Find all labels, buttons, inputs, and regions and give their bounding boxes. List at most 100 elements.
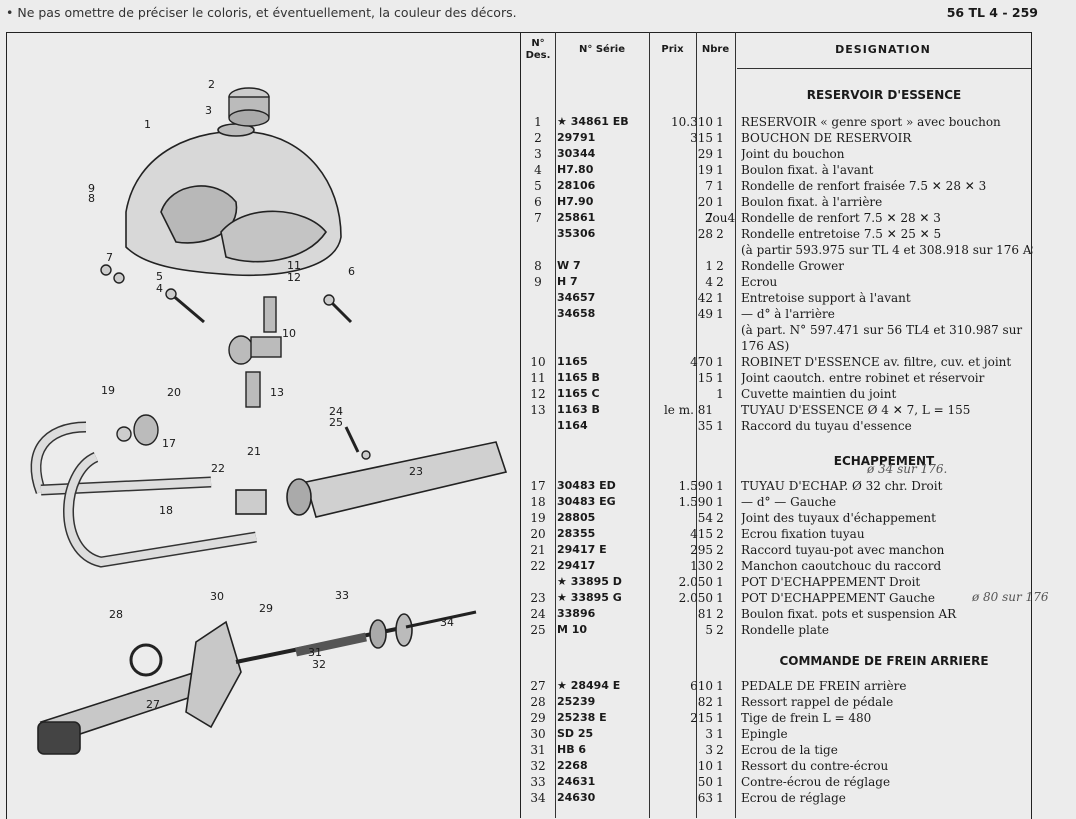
cell-n: 21 bbox=[530, 543, 546, 557]
diagram-label-25: 25 bbox=[329, 416, 343, 429]
cell-n: 23 bbox=[530, 591, 546, 605]
page-frame bbox=[6, 32, 1032, 819]
cell-serie: H7.90 bbox=[557, 195, 594, 208]
section-echappement: ECHAPPEMENT bbox=[833, 454, 935, 468]
cell-n: 6 bbox=[534, 195, 542, 209]
diagram-label-11: 11 bbox=[287, 259, 301, 272]
cell-serie: 29417 E bbox=[557, 543, 607, 556]
cell-n: 10 bbox=[530, 355, 546, 369]
cell-prix: 19 bbox=[697, 163, 713, 177]
table-row: (à partir 593.975 sur TL 4 et 308.918 su… bbox=[521, 242, 1033, 258]
cell-prix: 20 bbox=[697, 195, 713, 209]
cell-qty: 1 bbox=[716, 711, 724, 725]
diagram-label-34: 34 bbox=[440, 616, 454, 629]
diagram-label-21: 21 bbox=[247, 445, 261, 458]
cell-desc: Rondelle plate bbox=[741, 623, 829, 637]
cell-n: 30 bbox=[530, 727, 546, 741]
cell-qty: 1 bbox=[716, 291, 724, 305]
cell-desc: — d° à l'arrière bbox=[741, 307, 835, 321]
cell-desc: Boulon fixat. à l'arrière bbox=[741, 195, 883, 209]
cell-desc: Rondelle Grower bbox=[741, 259, 845, 273]
cell-qty: 1 bbox=[716, 179, 724, 193]
fuel-tap-drawing bbox=[228, 296, 282, 408]
cell-n: 32 bbox=[530, 759, 546, 773]
cell-prix: 81 bbox=[697, 607, 713, 621]
cell-prix: 82 bbox=[697, 695, 713, 709]
diagram-part-labels: 1 2 3 4 5 6 7 8 9 10 11 12 13 17 18 19 2… bbox=[88, 78, 454, 711]
cell-desc: Joint des tuyaux d'échappement bbox=[741, 511, 936, 525]
cell-qty: 2 bbox=[716, 227, 724, 241]
brake-pedal-drawing bbox=[37, 610, 477, 755]
diagram-label-7: 7 bbox=[106, 251, 113, 264]
fuel-tank-drawing bbox=[125, 123, 342, 277]
cell-serie: ★ 34861 EB bbox=[557, 115, 629, 128]
cell-desc: Cuvette maintien du joint bbox=[741, 387, 897, 401]
cell-serie: 30483 ED bbox=[557, 479, 616, 492]
cell-serie: 2268 bbox=[557, 759, 588, 772]
cell-desc: TUYAU D'ESSENCE Ø 4 ✕ 7, L = 155 bbox=[741, 403, 971, 417]
cell-desc: Joint caoutch. entre robinet et réservoi… bbox=[741, 371, 985, 385]
handwritten-note-pot: ø 80 sur 176 bbox=[972, 590, 1049, 604]
cell-desc: — d° — Gauche bbox=[741, 495, 837, 509]
cell-qty: 1 bbox=[716, 131, 724, 145]
cell-prix: 415 bbox=[690, 527, 713, 541]
cell-serie: 25238 E bbox=[557, 711, 607, 724]
diagram-label-27: 27 bbox=[146, 698, 160, 711]
cell-qty: 1 bbox=[716, 419, 724, 433]
cell-serie: 34658 bbox=[557, 307, 596, 320]
cell-desc: (à part. N° 597.471 sur 56 TL4 et 310.98… bbox=[741, 323, 1023, 337]
cell-qty: 1 bbox=[716, 791, 724, 805]
cell-desc: Rondelle entretoise 7.5 ✕ 25 ✕ 5 bbox=[741, 227, 942, 241]
cell-qty: 1 bbox=[716, 387, 724, 401]
cell-qty: 2 bbox=[716, 543, 724, 557]
cell-prix: 63 bbox=[697, 791, 713, 805]
cell-serie: H 7 bbox=[557, 275, 578, 288]
cell-serie: 28106 bbox=[557, 179, 596, 192]
cell-desc: 176 AS) bbox=[741, 339, 790, 353]
diagram-label-31: 31 bbox=[308, 646, 322, 659]
cell-qty: 1 bbox=[716, 575, 724, 589]
diagram-label-30: 30 bbox=[210, 590, 224, 603]
cell-n: 8 bbox=[534, 259, 542, 273]
cell-qty: 1 bbox=[716, 307, 724, 321]
cell-qty: 2 bbox=[716, 743, 724, 757]
cell-n: 19 bbox=[530, 511, 546, 525]
cell-n: 18 bbox=[530, 495, 546, 509]
cell-n: 1 bbox=[534, 115, 542, 129]
cell-serie: 30483 EG bbox=[557, 495, 616, 508]
cell-serie: ★ 33895 D bbox=[557, 575, 622, 588]
cell-desc: Raccord du tuyau d'essence bbox=[741, 419, 912, 433]
cell-desc: Ecrou de la tige bbox=[741, 743, 838, 757]
cell-prix: 2.050 bbox=[678, 591, 713, 605]
cell-n: 12 bbox=[530, 387, 546, 401]
cell-desc: PEDALE DE FREIN arrière bbox=[741, 679, 907, 693]
cell-qty: 1 bbox=[716, 371, 724, 385]
cell-prix: 1.590 bbox=[678, 495, 713, 509]
cell-n: 7 bbox=[534, 211, 542, 225]
cell-prix: 130 bbox=[690, 559, 713, 573]
header-designation: DESIGNATION bbox=[835, 43, 931, 56]
cell-serie: 1165 B bbox=[557, 371, 600, 384]
cell-desc: Ressort du contre-écrou bbox=[741, 759, 889, 773]
cell-desc: POT D'ECHAPPEMENT Droit bbox=[741, 575, 921, 589]
cell-prix: 4 bbox=[705, 275, 713, 289]
cell-n: 5 bbox=[534, 179, 542, 193]
diagram-label-2: 2 bbox=[208, 78, 215, 91]
diagram-label-6: 6 bbox=[348, 265, 355, 278]
cell-prix: 42 bbox=[697, 291, 713, 305]
cell-desc: Raccord tuyau-pot avec manchon bbox=[741, 543, 945, 557]
cell-prix: 610 bbox=[690, 679, 713, 693]
